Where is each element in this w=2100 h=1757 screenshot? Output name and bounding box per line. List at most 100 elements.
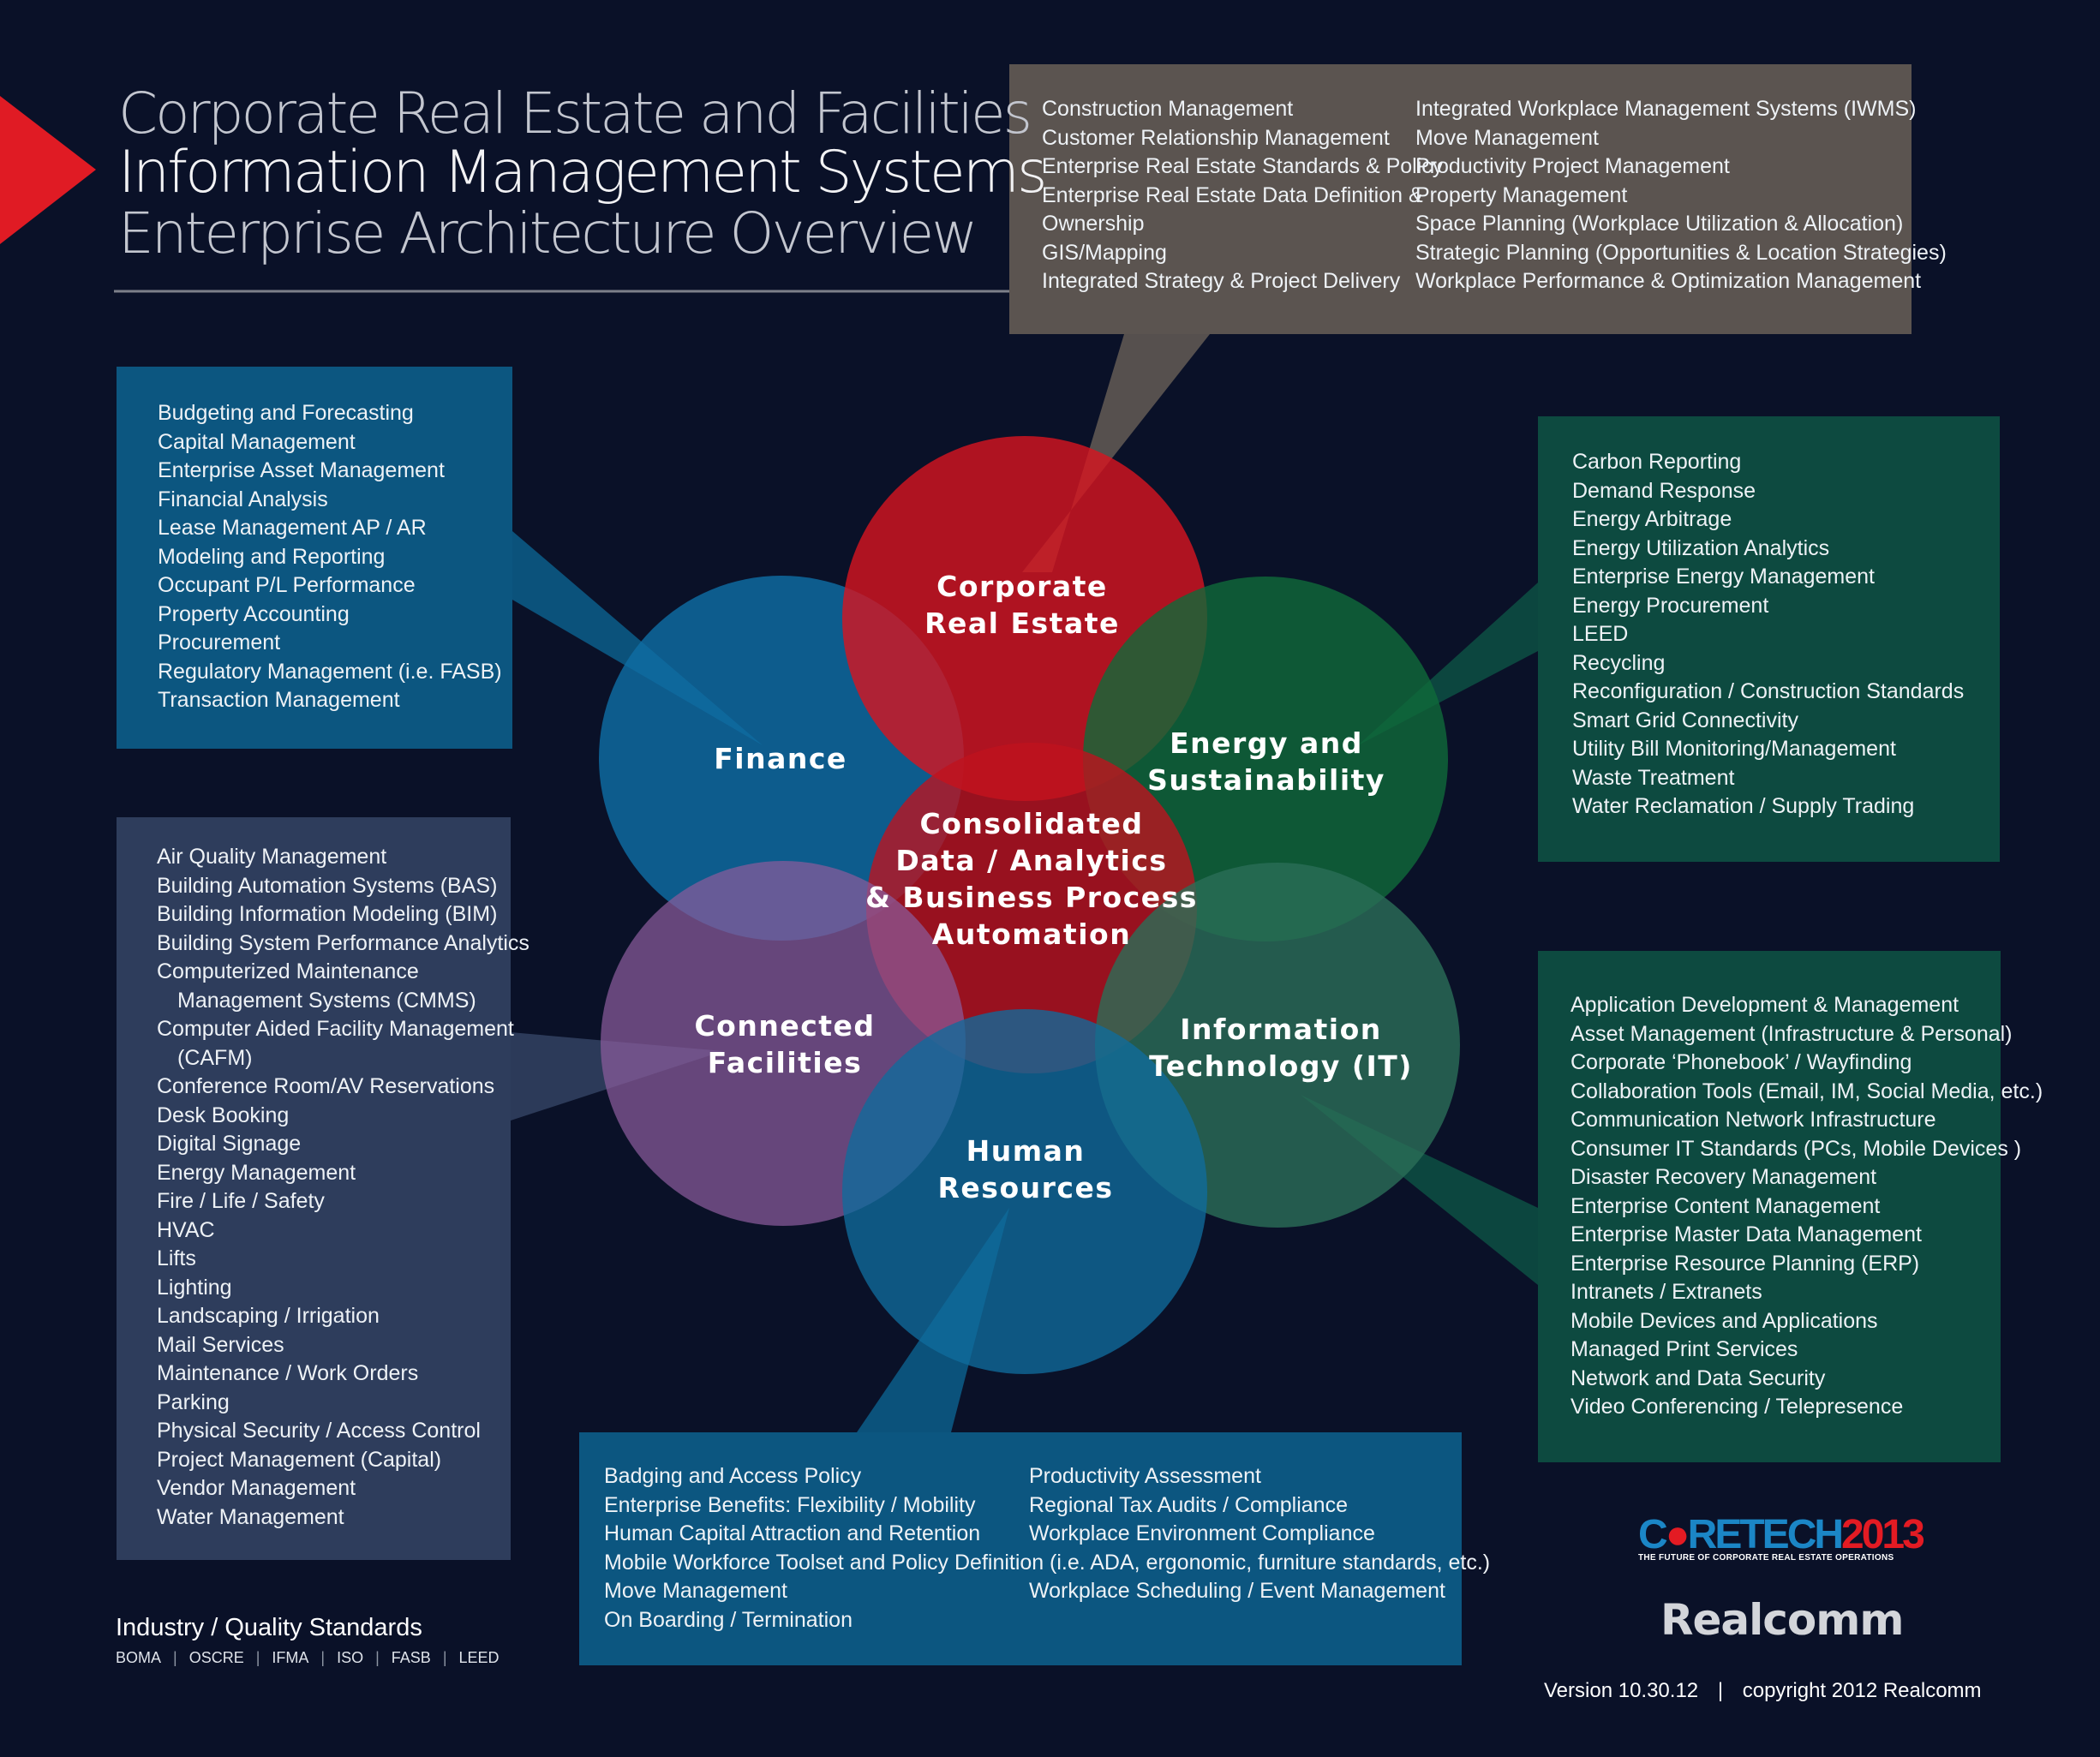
title-line-3: Enterprise Architecture Overview xyxy=(118,200,978,266)
human-resources-label-line: Human xyxy=(966,1134,1086,1168)
list-item: Asset Management (Infrastructure & Perso… xyxy=(1571,1021,2013,1046)
corporate-real-estate-box xyxy=(1009,64,1912,334)
version-footer: Version 10.30.12 | copyright 2012 Realco… xyxy=(1544,1679,1982,1703)
list-item: Procurement xyxy=(158,630,281,654)
list-item: Workplace Scheduling / Event Management xyxy=(1029,1579,1445,1603)
list-item: Enterprise Asset Management xyxy=(158,458,445,482)
list-item: Desk Booking xyxy=(157,1103,290,1127)
information-technology-label: Information Technology (IT) xyxy=(1149,1011,1413,1085)
list-item: Network and Data Security xyxy=(1571,1366,1826,1390)
list-item: Enterprise Real Estate Standards & Polic… xyxy=(1042,154,1444,178)
list-item: Conference Room/AV Reservations xyxy=(157,1074,495,1098)
list-item: Customer Relationship Management xyxy=(1042,125,1390,150)
list-item: Energy Arbitrage xyxy=(1572,507,1732,531)
list-item: Water Reclamation / Supply Trading xyxy=(1572,794,1915,818)
list-item: Enterprise Benefits: Flexibility / Mobil… xyxy=(604,1492,976,1517)
list-item: (i.e. ADA, ergonomic, furniture standard… xyxy=(1050,1550,1491,1575)
copyright-text: copyright 2012 Realcomm xyxy=(1742,1679,1982,1702)
list-item: Strategic Planning (Opportunities & Loca… xyxy=(1415,240,1947,265)
list-item: Project Management (Capital) xyxy=(157,1447,442,1472)
list-item: Financial Analysis xyxy=(158,487,328,511)
list-item: On Boarding / Termination xyxy=(604,1607,853,1632)
list-item: Mobile Devices and Applications xyxy=(1571,1308,1878,1333)
list-item: Reconfiguration / Construction Standards xyxy=(1572,679,1965,703)
coretech-tagline: THE FUTURE OF CORPORATE REAL ESTATE OPER… xyxy=(1638,1553,1894,1563)
list-item: Landscaping / Irrigation xyxy=(157,1304,380,1328)
corporate-real-estate-label-line: Corporate xyxy=(936,570,1108,603)
human-resources-label: Human Resources xyxy=(938,1132,1114,1206)
list-item: Lease Management AP / AR xyxy=(158,516,427,540)
standards-separator: | xyxy=(320,1649,326,1666)
list-item: Intranets / Extranets xyxy=(1571,1280,1762,1304)
center-label-line: Automation xyxy=(931,917,1132,951)
list-item: Integrated Workplace Management Systems … xyxy=(1415,97,1917,121)
list-item: Consumer IT Standards (PCs, Mobile Devic… xyxy=(1571,1136,2022,1161)
list-item: Human Capital Attraction and Retention xyxy=(604,1521,981,1545)
list-item: Workplace Environment Compliance xyxy=(1029,1521,1375,1545)
standard-item: OSCRE xyxy=(188,1649,244,1666)
human-resources-circle[interactable] xyxy=(842,1009,1207,1374)
list-item: Demand Response xyxy=(1572,478,1756,503)
information-technology-box xyxy=(1538,951,2001,1462)
list-item: LEED xyxy=(1572,622,1629,646)
information-technology-label-line: Information xyxy=(1180,1013,1382,1046)
finance-label-line: Finance xyxy=(714,742,847,775)
energy-label-line: Sustainability xyxy=(1147,763,1385,797)
list-item: GIS/Mapping xyxy=(1042,240,1167,265)
list-item: Enterprise Resource Planning (ERP) xyxy=(1571,1251,1920,1276)
standards-separator: | xyxy=(173,1649,177,1666)
information-technology-label-line: Technology (IT) xyxy=(1149,1049,1413,1083)
standard-item: BOMA xyxy=(116,1649,162,1666)
list-item: Water Management xyxy=(157,1504,344,1529)
list-item: Budgeting and Forecasting xyxy=(158,401,414,425)
list-item: Integrated Strategy & Project Delivery xyxy=(1042,269,1401,293)
standards-separator: | xyxy=(442,1649,447,1666)
list-item: Vendor Management xyxy=(157,1476,356,1500)
center-label: Consolidated Data / Analytics & Business… xyxy=(865,805,1198,953)
coretech-logo-year: 2013 xyxy=(1841,1512,1925,1557)
title-line-2: Information Management Systems xyxy=(118,139,1047,206)
standard-item: FASB xyxy=(391,1649,431,1666)
standard-item: LEED xyxy=(458,1649,500,1666)
standards-list: BOMA|OSCRE|IFMA|ISO|FASB|LEED xyxy=(116,1649,500,1667)
standards-separator: | xyxy=(375,1649,380,1666)
list-item: Space Planning (Workplace Utilization & … xyxy=(1415,212,1904,236)
list-item: Corporate ‘Phonebook’ / Wayfinding xyxy=(1571,1050,1912,1074)
connected-facilities-label-line: Facilities xyxy=(707,1046,863,1079)
list-item: Fire / Life / Safety xyxy=(157,1189,325,1213)
coretech-logo-word: RETECH xyxy=(1687,1512,1844,1557)
list-item: Occupant P/L Performance xyxy=(158,573,416,597)
corporate-real-estate-label: Corporate Real Estate xyxy=(924,568,1120,642)
list-item: HVAC xyxy=(157,1217,215,1242)
list-item: Move Management xyxy=(604,1579,788,1603)
list-item: Waste Treatment xyxy=(1572,765,1735,790)
list-item: Enterprise Content Management xyxy=(1571,1193,1881,1218)
list-item: Productivity Assessment xyxy=(1029,1464,1261,1488)
list-item: Computer Aided Facility Management xyxy=(157,1017,514,1041)
list-item: Collaboration Tools (Email, IM, Social M… xyxy=(1571,1079,2043,1103)
coretech-logo-c: C xyxy=(1638,1512,1668,1557)
energy-label: Energy and Sustainability xyxy=(1147,725,1385,798)
coretech-logo-o-icon: ● xyxy=(1665,1512,1690,1557)
list-item: Physical Security / Access Control xyxy=(157,1419,481,1443)
list-item: Building Information Modeling (BIM) xyxy=(157,902,498,926)
list-item: Utility Bill Monitoring/Management xyxy=(1572,737,1896,761)
list-item: Property Accounting xyxy=(158,601,350,626)
standards-title: Industry / Quality Standards xyxy=(116,1614,422,1641)
center-label-line: Data / Analytics xyxy=(895,844,1168,877)
list-item: Energy Procurement xyxy=(1572,593,1769,618)
list-item: Productivity Project Management xyxy=(1415,154,1730,178)
corporate-real-estate-list-col2: Integrated Workplace Management Systems … xyxy=(1415,95,1947,296)
list-item: Smart Grid Connectivity xyxy=(1572,708,1798,732)
list-item: Computerized Maintenance xyxy=(157,959,419,983)
version-text: Version 10.30.12 xyxy=(1544,1679,1699,1702)
human-resources-box xyxy=(579,1432,1462,1665)
connected-facilities-box xyxy=(117,817,511,1560)
coretech-logo: C●RETECH2013 xyxy=(1638,1511,1925,1558)
